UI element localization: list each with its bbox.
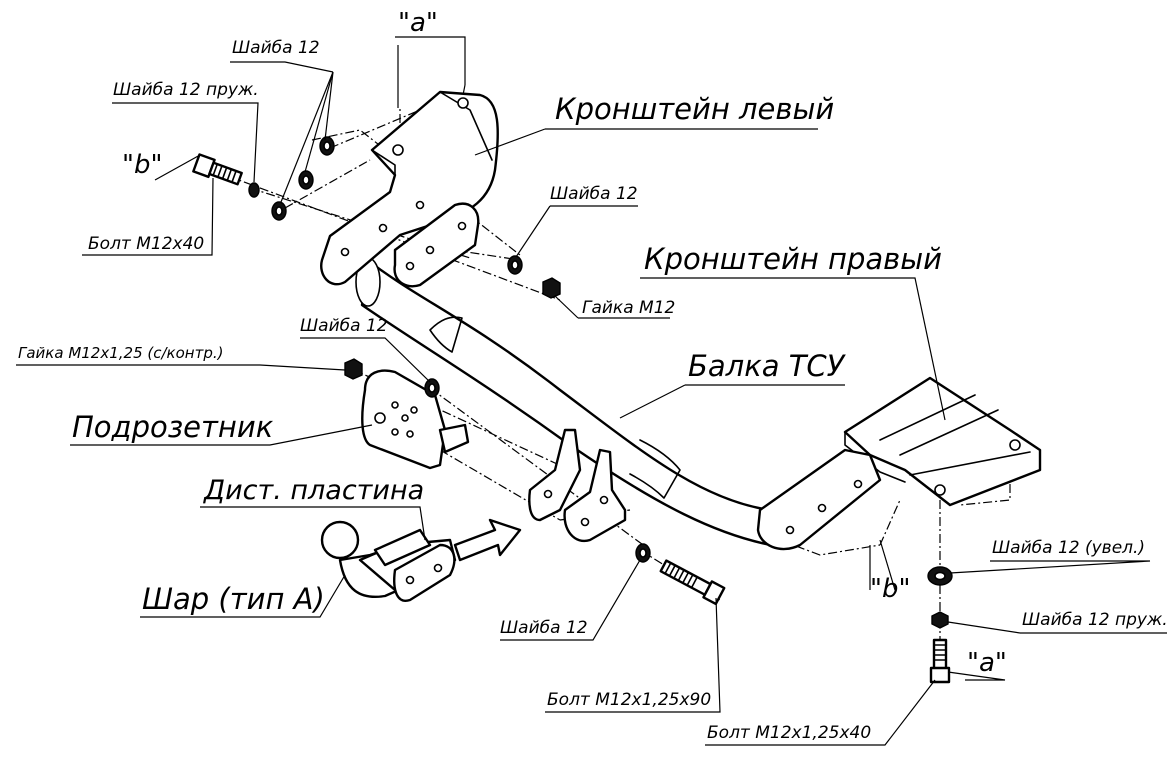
label-ball: Шар (тип А) — [142, 582, 325, 616]
tow-ball — [320, 520, 457, 602]
label-washer-12-top: Шайба 12 — [232, 38, 320, 58]
label-bolt-m12x40: Болт М12х40 — [88, 234, 205, 254]
label-washer-12-socket: Шайба 12 — [300, 316, 388, 336]
label-nut-m12x125: Гайка М12х1,25 (с/контр.) — [18, 344, 224, 362]
label-mark-b-left: "b" — [122, 150, 163, 180]
label-nut-m12: Гайка М12 — [582, 298, 676, 318]
label-bracket-right: Кронштейн правый — [644, 242, 942, 276]
label-bolt-m12x125x90: Болт М12х1,25х90 — [547, 690, 712, 710]
socket-plate — [361, 369, 470, 470]
label-washer-12-big: Шайба 12 (увел.) — [992, 538, 1146, 558]
left-bracket — [320, 90, 499, 288]
label-bolt-m12x125x40: Болт М12х1,25х40 — [707, 723, 872, 743]
fasteners — [192, 136, 953, 684]
label-socket-plate: Подрозетник — [72, 410, 274, 444]
label-washer-12-mid: Шайба 12 — [550, 184, 638, 204]
ball-mount-lugs — [528, 428, 627, 543]
label-washer-12-spring-right: Шайба 12 пруж. — [1022, 610, 1167, 630]
label-mark-b-right: "b" — [870, 574, 911, 604]
label-mark-a-top: "a" — [398, 8, 438, 38]
right-bracket — [756, 376, 1042, 551]
label-bracket-left: Кронштейн левый — [555, 92, 835, 126]
label-washer-12-bottom: Шайба 12 — [500, 618, 588, 638]
label-beam: Балка ТСУ — [688, 349, 845, 383]
label-mark-a-right: "a" — [967, 648, 1007, 678]
assembly-direction-arrow-icon — [453, 518, 522, 562]
label-spacer-plate: Дист. пластина — [204, 475, 425, 506]
label-washer-12-spring-top: Шайба 12 пруж. — [113, 80, 259, 100]
leader-lines — [16, 36, 1167, 746]
